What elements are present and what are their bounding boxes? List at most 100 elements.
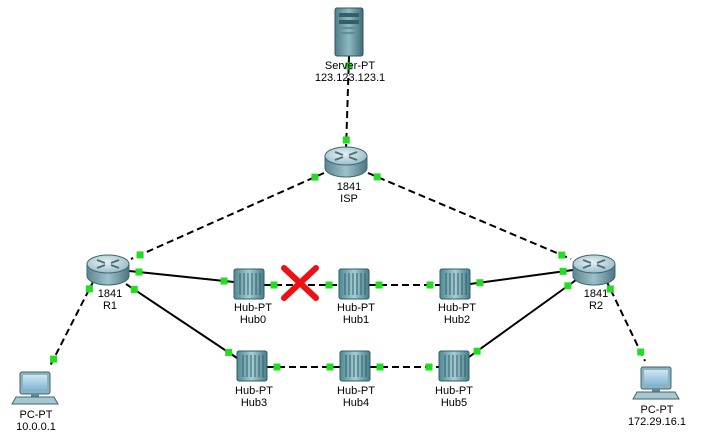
device-model: Hub-PT	[234, 302, 272, 314]
device-model: PC-PT	[640, 404, 674, 416]
hub4-label: Hub-PT Hub4	[337, 385, 375, 409]
router-r1-device[interactable]	[86, 254, 130, 286]
link-port-indicator	[476, 279, 484, 287]
hub1-device[interactable]	[338, 268, 370, 300]
link-port-indicator	[325, 281, 333, 289]
hub2-label: Hub-PT Hub2	[438, 302, 476, 326]
link-port-indicator	[85, 285, 93, 293]
link-isp-r1[interactable]	[130, 172, 325, 260]
link-r1-hub3[interactable]	[125, 283, 238, 359]
router-icon	[324, 146, 368, 178]
hub4-device[interactable]	[339, 350, 371, 382]
link-r1-pc1[interactable]	[48, 279, 95, 369]
router-isp-device[interactable]	[324, 146, 368, 178]
link-port-indicator	[637, 348, 645, 356]
device-name: 172.29.16.1	[627, 416, 687, 428]
hub-icon	[339, 350, 371, 382]
device-name: Hub1	[342, 314, 370, 326]
link-port-indicator	[220, 277, 228, 285]
server-device[interactable]	[334, 7, 364, 57]
devices-layer	[11, 7, 680, 405]
device-name: Hub2	[443, 314, 471, 326]
router-icon	[86, 254, 130, 286]
ports-layer	[50, 62, 645, 371]
device-model: Hub-PT	[337, 385, 375, 397]
device-name: ISP	[340, 193, 358, 205]
hub-icon	[236, 350, 268, 382]
device-model: 1841	[583, 288, 609, 300]
device-model: Hub-PT	[435, 385, 473, 397]
hub0-device[interactable]	[233, 268, 265, 300]
router-r1-label: 1841 R1	[98, 288, 122, 312]
link-port-indicator	[559, 267, 567, 275]
pc-left-device[interactable]	[11, 371, 59, 405]
link-port-indicator	[426, 281, 434, 289]
link-port-indicator	[311, 173, 319, 181]
link-port-indicator	[136, 251, 144, 259]
link-port-indicator	[376, 363, 384, 371]
device-name: Hub3	[240, 397, 268, 409]
pc-right-device[interactable]	[632, 366, 680, 400]
server-icon	[334, 7, 364, 57]
device-name: 10.0.0.1	[16, 421, 56, 433]
link-port-indicator	[473, 347, 481, 355]
hub3-label: Hub-PT Hub3	[235, 385, 273, 409]
pc-icon	[632, 366, 680, 400]
link-port-indicator	[375, 281, 383, 289]
router-r2-device[interactable]	[572, 254, 616, 286]
device-model: Server-PT	[324, 60, 376, 72]
link-port-indicator	[270, 281, 278, 289]
hub1-label: Hub-PT Hub1	[337, 302, 375, 326]
link-port-indicator	[558, 251, 566, 259]
device-name: 123.123.123.1	[314, 72, 386, 84]
link-r1-hub0[interactable]	[128, 270, 235, 283]
link-r2-pc2[interactable]	[605, 279, 646, 362]
link-port-indicator	[326, 363, 334, 371]
hub5-label: Hub-PT Hub5	[435, 385, 473, 409]
link-port-indicator	[345, 62, 353, 70]
device-model: Hub-PT	[438, 302, 476, 314]
link-port-indicator	[342, 136, 350, 144]
device-name: Hub5	[440, 397, 468, 409]
link-hub2-r2[interactable]	[469, 269, 574, 285]
link-port-indicator	[373, 173, 381, 181]
device-model: Hub-PT	[235, 385, 273, 397]
device-name: Hub4	[342, 397, 370, 409]
device-name: R1	[102, 300, 118, 312]
device-model: 1841	[336, 181, 362, 193]
device-name: R2	[588, 300, 604, 312]
link-server-isp[interactable]	[345, 55, 350, 151]
router-icon	[572, 254, 616, 286]
link-port-indicator	[425, 363, 433, 371]
hub-icon	[439, 268, 471, 300]
hub-icon	[438, 350, 470, 382]
router-r2-label: 1841 R2	[584, 288, 608, 312]
link-port-indicator	[130, 286, 138, 293]
link-port-indicator	[564, 282, 572, 290]
link-hub5-r2[interactable]	[468, 279, 577, 358]
link-port-indicator	[273, 363, 281, 371]
hub-icon	[233, 268, 265, 300]
router-isp-label: 1841 ISP	[337, 181, 361, 205]
device-model: 1841	[97, 288, 123, 300]
hub3-device[interactable]	[236, 350, 268, 382]
device-name: Hub0	[239, 314, 267, 326]
device-model: PC-PT	[19, 409, 53, 421]
hub0-label: Hub-PT Hub0	[234, 302, 272, 326]
link-port-indicator	[135, 268, 143, 276]
pc-icon	[11, 371, 59, 405]
link-isp-r2[interactable]	[367, 172, 572, 260]
pc-left-label: PC-PT 10.0.0.1	[16, 409, 56, 433]
hub2-device[interactable]	[439, 268, 471, 300]
link-port-indicator	[225, 349, 233, 356]
device-model: Hub-PT	[337, 302, 375, 314]
server-label: Server-PT 123.123.123.1	[315, 60, 385, 84]
link-port-indicator	[50, 355, 58, 363]
hub-icon	[338, 268, 370, 300]
link-failure-x-icon	[281, 265, 319, 301]
hub5-device[interactable]	[438, 350, 470, 382]
pc-right-label: PC-PT 172.29.16.1	[628, 404, 686, 428]
link-port-indicator	[606, 285, 614, 293]
